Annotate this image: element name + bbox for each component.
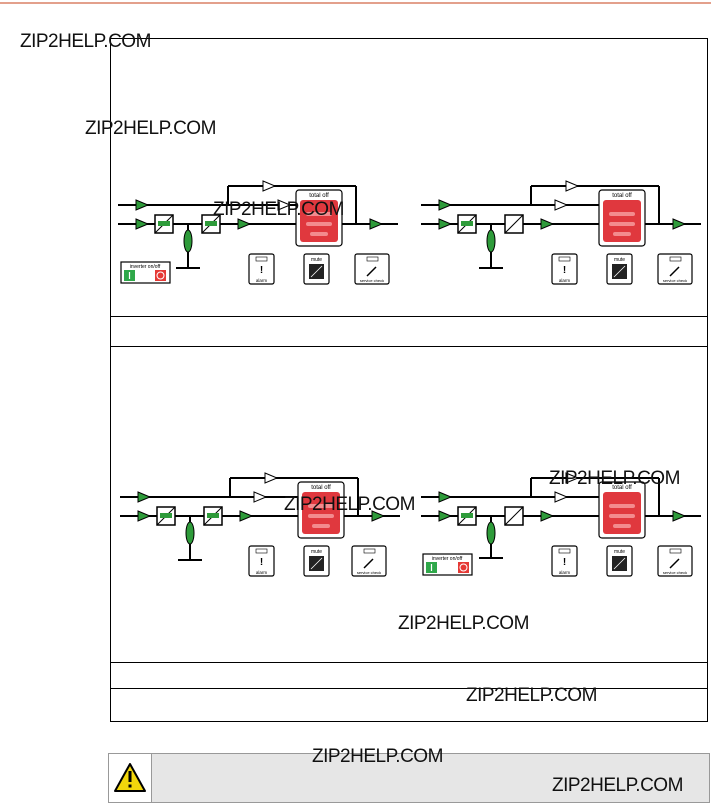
row-divider — [110, 688, 708, 689]
alarm-label: alarm — [256, 570, 268, 575]
watermark: ZIP2HELP.COM — [549, 468, 680, 489]
mimic-diagram-1: total off inverter on/off ! alarm mute s… — [118, 180, 398, 285]
mimic-diagram-3: total off ! alarm mute service check — [120, 472, 400, 577]
warning-icon-cell — [109, 754, 152, 802]
service-check-label: service check — [663, 278, 687, 283]
total-off-label: total off — [612, 193, 632, 199]
watermark: ZIP2HELP.COM — [398, 613, 529, 634]
watermark: ZIP2HELP.COM — [20, 31, 151, 52]
total-off-label: total off — [311, 485, 331, 491]
row-divider — [110, 316, 708, 317]
top-rule — [0, 2, 711, 4]
alarm-label: alarm — [559, 278, 571, 283]
warning-icon — [114, 763, 146, 792]
mute-label: mute — [311, 257, 322, 263]
svg-text:!: ! — [563, 265, 566, 276]
total-off-label: total off — [612, 485, 632, 491]
row-divider — [110, 346, 708, 347]
inverter-onoff-label: inverter on/off — [432, 556, 463, 562]
total-off-label: total off — [309, 193, 329, 199]
mimic-diagram-4: total off inverter on/off ! alarm mute s… — [421, 472, 701, 577]
figure-frame — [110, 38, 708, 722]
mute-label: mute — [614, 257, 625, 263]
service-check-label: service check — [360, 278, 384, 283]
svg-text:!: ! — [260, 557, 263, 568]
watermark: ZIP2HELP.COM — [284, 494, 415, 515]
service-check-label: service check — [357, 570, 381, 575]
svg-text:!: ! — [563, 557, 566, 568]
service-check-label: service check — [663, 570, 687, 575]
watermark: ZIP2HELP.COM — [312, 746, 443, 767]
watermark: ZIP2HELP.COM — [85, 118, 216, 139]
mute-label: mute — [614, 549, 625, 555]
alarm-label: alarm — [559, 570, 571, 575]
warning-note — [108, 753, 710, 803]
watermark: ZIP2HELP.COM — [552, 775, 683, 796]
row-divider — [110, 662, 708, 663]
watermark: ZIP2HELP.COM — [213, 199, 344, 220]
alarm-label: alarm — [256, 278, 268, 283]
svg-text:!: ! — [260, 265, 263, 276]
inverter-onoff-label: inverter on/off — [130, 264, 161, 270]
mimic-diagram-2: total off ! alarm mute service check — [421, 180, 701, 285]
mute-label: mute — [311, 549, 322, 555]
watermark: ZIP2HELP.COM — [466, 685, 597, 706]
